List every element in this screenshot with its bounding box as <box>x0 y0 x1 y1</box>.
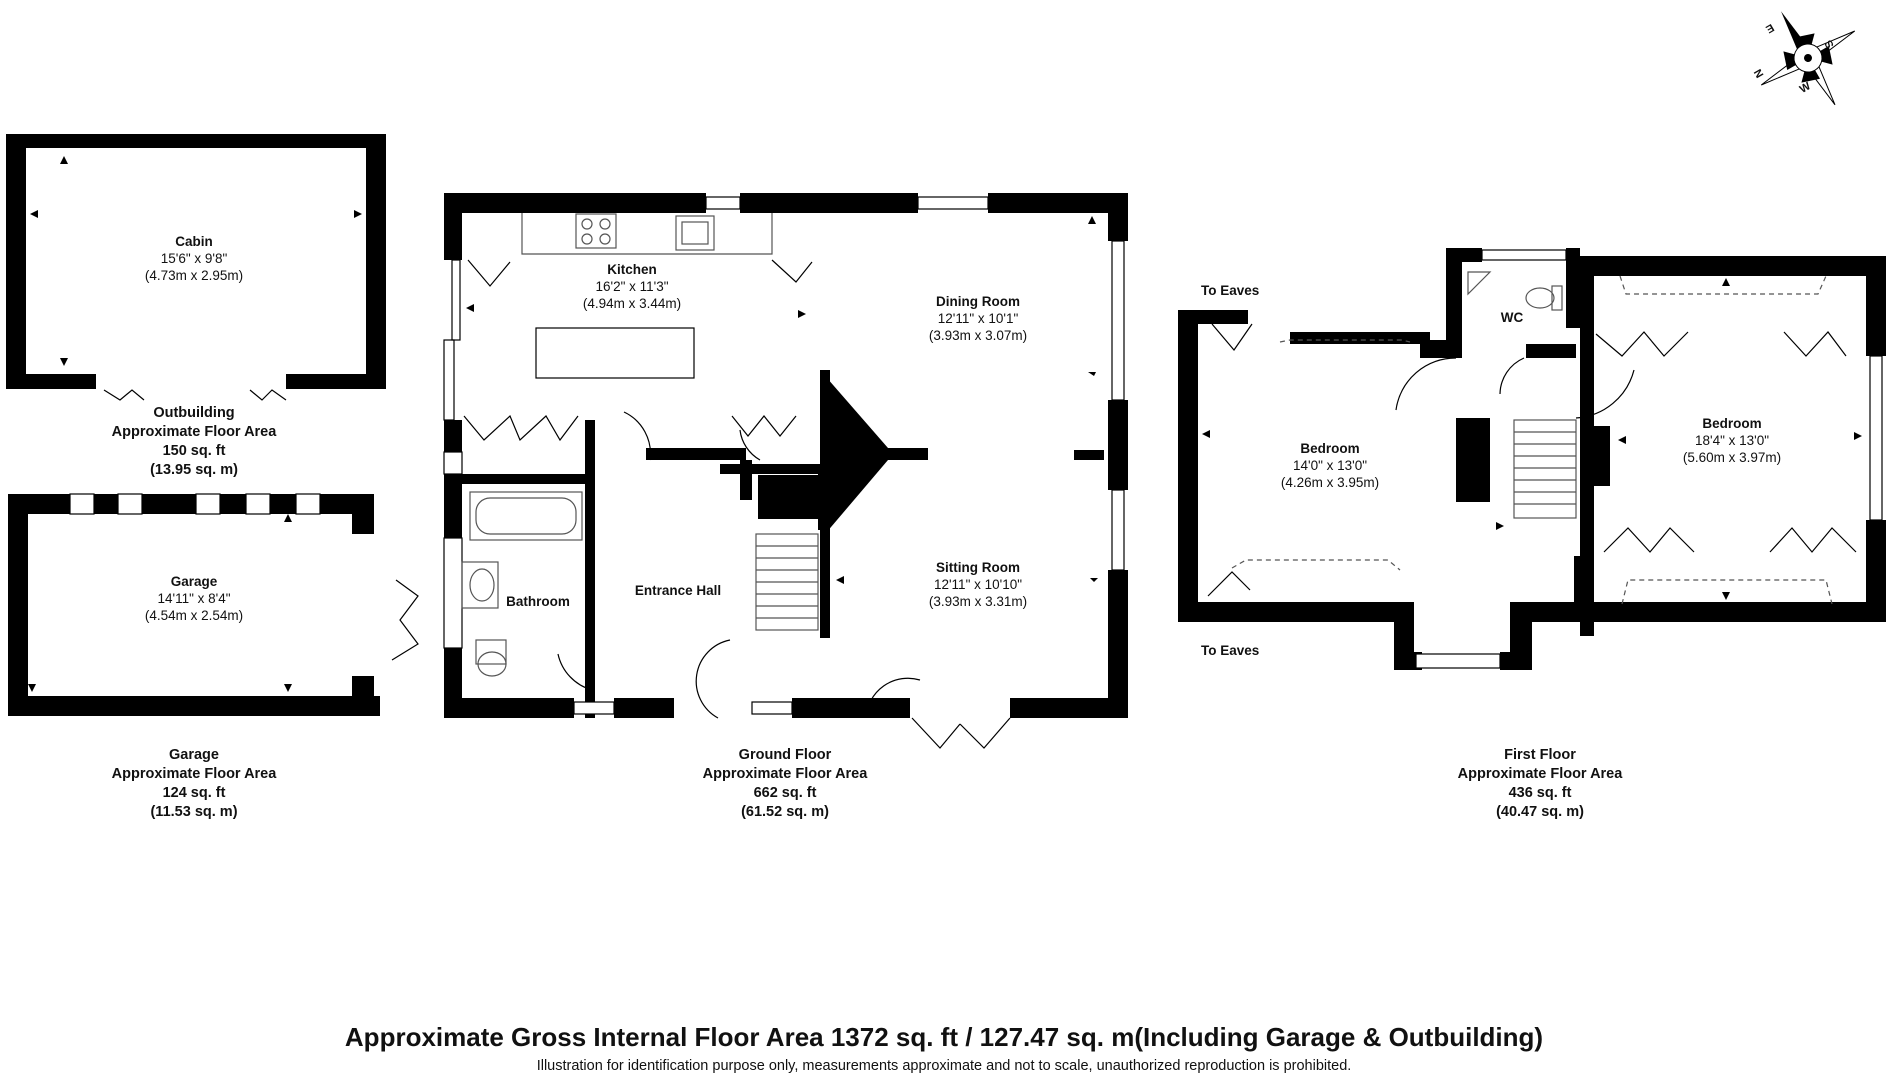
area-title: Outbuilding <box>153 405 235 421</box>
ground-floor-walls <box>444 193 1128 718</box>
room-dimensions-imperial: 12'11" x 10'1" <box>937 311 1019 326</box>
room-label-hall: Entrance Hall <box>635 582 721 599</box>
room-dimensions-imperial: 14'0" x 13'0" <box>1292 458 1368 473</box>
room-dimensions-metric: (4.26m x 3.95m) <box>1280 475 1380 490</box>
room-label-garage: Garage 14'11" x 8'4" (4.54m x 2.54m) <box>145 573 243 624</box>
area-sqft: 662 sq. ft <box>753 785 817 801</box>
room-label-bedroom-1: Bedroom 14'0" x 13'0" (4.26m x 3.95m) <box>1281 440 1379 491</box>
room-label-kitchen: Kitchen 16'2" x 11'3" (4.94m x 3.44m) <box>583 261 681 312</box>
room-dimensions-metric: (4.54m x 2.54m) <box>144 608 244 623</box>
room-dimensions-imperial: 16'2" x 11'3" <box>595 279 669 294</box>
room-name: Sitting Room <box>935 560 1020 575</box>
room-name: Cabin <box>175 234 213 249</box>
area-sqft: 436 sq. ft <box>1508 785 1572 801</box>
area-label: Approximate Floor Area <box>1457 766 1623 782</box>
area-title: First Floor <box>1504 747 1576 763</box>
room-dimensions-imperial: 15'6" x 9'8" <box>160 251 228 266</box>
room-name: Bathroom <box>506 594 570 609</box>
area-sqm: (13.95 sq. m) <box>150 462 238 478</box>
room-name: WC <box>1500 310 1524 325</box>
outbuilding-area-caption: Outbuilding Approximate Floor Area 150 s… <box>112 404 277 480</box>
ground-floor-area-caption: Ground Floor Approximate Floor Area 662 … <box>703 746 868 822</box>
room-label-bedroom-2: Bedroom 18'4" x 13'0" (5.60m x 3.97m) <box>1683 415 1781 466</box>
area-sqm: (61.52 sq. m) <box>741 804 829 820</box>
room-name: Garage <box>170 574 218 589</box>
room-label-sitting: Sitting Room 12'11" x 10'10" (3.93m x 3.… <box>929 559 1027 610</box>
to-eaves-top-label: To Eaves <box>1201 283 1260 298</box>
area-sqm: (40.47 sq. m) <box>1496 804 1584 820</box>
compass-rose-icon <box>1760 11 1856 106</box>
area-sqm: (11.53 sq. m) <box>150 804 238 820</box>
gross-area-title: Approximate Gross Internal Floor Area 13… <box>344 1022 1544 1052</box>
room-name: Dining Room <box>935 294 1020 309</box>
room-dimensions-metric: (4.73m x 2.95m) <box>144 268 244 283</box>
to-eaves-bottom-label: To Eaves <box>1201 643 1260 658</box>
area-label: Approximate Floor Area <box>111 424 277 440</box>
room-dimensions-imperial: 14'11" x 8'4" <box>157 591 231 606</box>
cabin-walls <box>6 134 386 389</box>
garage-walls <box>8 494 380 716</box>
area-sqft: 124 sq. ft <box>162 785 226 801</box>
first-floor-walls <box>1178 248 1886 670</box>
room-dimensions-metric: (3.93m x 3.31m) <box>928 594 1028 609</box>
room-label-bathroom: Bathroom <box>506 593 570 610</box>
area-sqft: 150 sq. ft <box>162 443 226 459</box>
room-label-wc: WC <box>1501 309 1524 326</box>
room-dimensions-imperial: 12'11" x 10'10" <box>933 577 1023 592</box>
room-name: Entrance Hall <box>634 583 722 598</box>
room-dimensions-imperial: 18'4" x 13'0" <box>1694 433 1770 448</box>
room-name: Kitchen <box>607 262 657 277</box>
room-dimensions-metric: (4.94m x 3.44m) <box>582 296 682 311</box>
disclaimer-text: Illustration for identification purpose … <box>536 1058 1352 1074</box>
area-label: Approximate Floor Area <box>702 766 868 782</box>
area-title: Garage <box>169 747 219 763</box>
first-floor-area-caption: First Floor Approximate Floor Area 436 s… <box>1458 746 1623 822</box>
area-title: Ground Floor <box>738 747 832 763</box>
room-label-dining: Dining Room 12'11" x 10'1" (3.93m x 3.07… <box>929 293 1027 344</box>
area-label: Approximate Floor Area <box>111 766 277 782</box>
room-name: Bedroom <box>1300 441 1360 456</box>
room-dimensions-metric: (5.60m x 3.97m) <box>1682 450 1782 465</box>
room-name: Bedroom <box>1702 416 1762 431</box>
room-label-cabin: Cabin 15'6" x 9'8" (4.73m x 2.95m) <box>145 233 243 284</box>
garage-area-caption: Garage Approximate Floor Area 124 sq. ft… <box>112 746 277 822</box>
room-dimensions-metric: (3.93m x 3.07m) <box>928 328 1028 343</box>
